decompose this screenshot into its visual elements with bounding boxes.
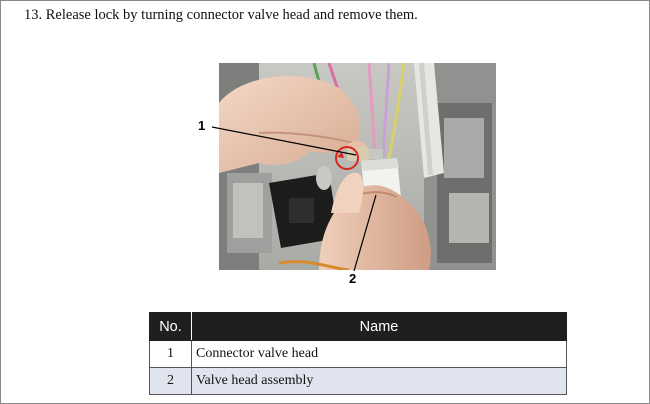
row-number: 2 (149, 367, 192, 395)
column-header-name: Name (191, 312, 567, 341)
parts-table-header: No. Name (149, 312, 567, 341)
row-number: 1 (149, 340, 192, 368)
step-instruction: 13. Release lock by turning connector va… (24, 7, 418, 23)
table-row: 1 Connector valve head (149, 340, 567, 368)
callout-1-label: 1 (198, 118, 206, 133)
callout-2-label: 2 (349, 271, 357, 286)
column-header-no: No. (149, 312, 192, 341)
row-name: Valve head assembly (191, 367, 567, 395)
parts-table: No. Name 1 Connector valve head 2 Valve … (149, 312, 567, 395)
table-row: 2 Valve head assembly (149, 367, 567, 395)
row-name: Connector valve head (191, 340, 567, 368)
instruction-photo (219, 63, 496, 270)
